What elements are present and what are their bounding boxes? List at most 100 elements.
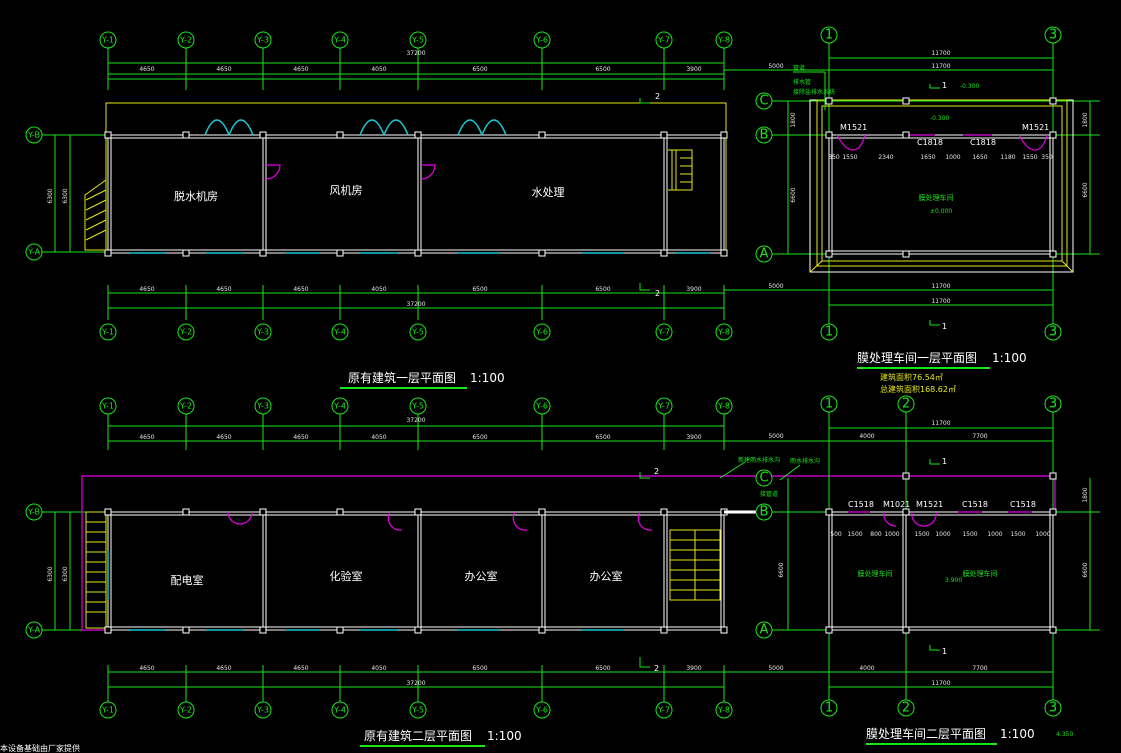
dim-text: 4650: [216, 66, 231, 73]
dim-text: 6600: [790, 187, 797, 202]
room-label: 水处理: [532, 186, 565, 199]
mem-2-scale: 1:100: [1000, 727, 1035, 741]
axis-label: Y-7: [657, 402, 670, 411]
axis-label: A: [760, 247, 769, 262]
section-mark: 2: [654, 664, 659, 673]
axis-label: Y-4: [333, 402, 346, 411]
leader-text: 接除盐排水系统: [793, 88, 835, 96]
dim-text: 5000: [768, 63, 783, 70]
axis-label: Y-1: [101, 328, 114, 337]
dim-text: 6600: [1082, 182, 1089, 197]
axis-label: Y-4: [333, 328, 346, 337]
elevation: -0.300: [960, 83, 980, 90]
plan-1-axis-bubbles-bottom: Y-1 Y-2 Y-3 Y-4 Y-5 Y-6 Y-7 Y-8: [99, 323, 733, 341]
plan-1-stair: [668, 149, 693, 191]
plan-1-axis-lines: [107, 48, 725, 320]
dim-text: 4650: [139, 434, 154, 441]
axis-label: B: [760, 128, 769, 143]
axis-label: C: [759, 94, 768, 109]
axis-label: 3: [1049, 701, 1057, 716]
axis-label: Y-7: [657, 706, 670, 715]
dim-text: 6500: [472, 665, 487, 672]
mem-2-title: 膜处理车间二层平面图: [866, 726, 986, 741]
axis-label: Y-3: [256, 36, 269, 45]
leader-text: 管道: [793, 64, 805, 72]
dim-text: 4000: [859, 433, 874, 440]
axis-label: 1: [825, 325, 833, 340]
section-mark: 1: [942, 322, 947, 331]
plan-2-stair: [669, 529, 721, 601]
door-tag: C1818: [970, 138, 996, 147]
dim-text: 6500: [595, 286, 610, 293]
dim-text: 1000: [945, 154, 960, 161]
axis-label: Y-2: [179, 402, 192, 411]
axis-label: Y-B: [27, 131, 40, 140]
dim-text: 3900: [686, 286, 701, 293]
area-note: 建筑面积76.54㎡: [880, 372, 943, 382]
dim-text: 1550: [842, 154, 857, 161]
dim-text: 350: [828, 154, 840, 161]
room-label: 办公室: [590, 569, 623, 583]
dim-text: 1000: [987, 531, 1002, 538]
area-note: 总建筑面积168.62㎡: [880, 384, 956, 394]
dim-text: 3900: [686, 66, 701, 73]
dim-text: 1800: [790, 112, 797, 127]
dim-text: 800: [870, 531, 882, 538]
room-label: 化验室: [330, 569, 363, 583]
mem-1-scale: 1:100: [992, 351, 1027, 365]
axis-label: Y-8: [717, 328, 730, 337]
axis-label: 1: [825, 28, 833, 43]
plan-1-columns: [104, 131, 728, 257]
plan-2-ramp: [85, 511, 107, 629]
dim-text: 1180: [1000, 154, 1015, 161]
axis-label: B: [760, 505, 769, 520]
plan-1-axis-bubbles-top: Y-1 Y-2 Y-3 Y-4 Y-5 Y-6 Y-7 Y-8: [99, 31, 733, 49]
dim-text: 1800: [1082, 112, 1089, 127]
elevation: ±0.000: [930, 208, 952, 215]
dim-text: 4650: [139, 286, 154, 293]
leader-text: 雨水排水沟: [790, 457, 820, 465]
dim-text: 1500: [962, 531, 977, 538]
dim-text: 37200: [406, 680, 425, 687]
dim-text: 1650: [972, 154, 987, 161]
axis-label: 2: [902, 397, 910, 412]
axis-label: Y-8: [717, 402, 730, 411]
elevation: 4.350: [1056, 731, 1073, 738]
dim-text: 350: [1041, 154, 1053, 161]
axis-label: Y-4: [333, 36, 346, 45]
dim-text: 7700: [972, 433, 987, 440]
plan-1-ramp: [84, 179, 107, 251]
axis-label: Y-2: [179, 36, 192, 45]
dim-text: 4050: [371, 434, 386, 441]
axis-label: Y-8: [717, 706, 730, 715]
axis-label: Y-4: [333, 706, 346, 715]
section-mark: 1: [942, 457, 947, 466]
elevation: 3.900: [945, 577, 962, 584]
dim-text: 1000: [884, 531, 899, 538]
dim-text: 11700: [931, 420, 950, 427]
dim-text: 1500: [914, 531, 929, 538]
axis-label: Y-3: [256, 402, 269, 411]
dim-text: 6500: [595, 434, 610, 441]
plan-2-scale: 1:100: [487, 729, 522, 743]
axis-label: 3: [1049, 325, 1057, 340]
dim-text: 6300: [47, 566, 54, 581]
section-mark: 2: [655, 92, 660, 101]
section-mark: 2: [654, 467, 659, 476]
axis-label: Y-1: [101, 36, 114, 45]
dim-text: 1000: [1035, 531, 1050, 538]
dim-text: 1500: [1010, 531, 1025, 538]
dim-text: 4650: [216, 286, 231, 293]
axis-label: 1: [825, 397, 833, 412]
dim-text: 37200: [406, 417, 425, 424]
axis-label: Y-5: [411, 328, 424, 337]
axis-label: 1: [825, 701, 833, 716]
dim-text: 500: [830, 531, 842, 538]
plan-2-floor: Y-1 Y-2 Y-3 Y-4 Y-5 Y-6 Y-7 Y-8 Y-1 Y-2 …: [0, 397, 1056, 753]
dim-text: 37200: [406, 50, 425, 57]
leader-text: 排水管: [793, 78, 811, 86]
dim-text: 4050: [371, 286, 386, 293]
axis-label: 2: [902, 701, 910, 716]
axis-label: Y-B: [27, 508, 40, 517]
